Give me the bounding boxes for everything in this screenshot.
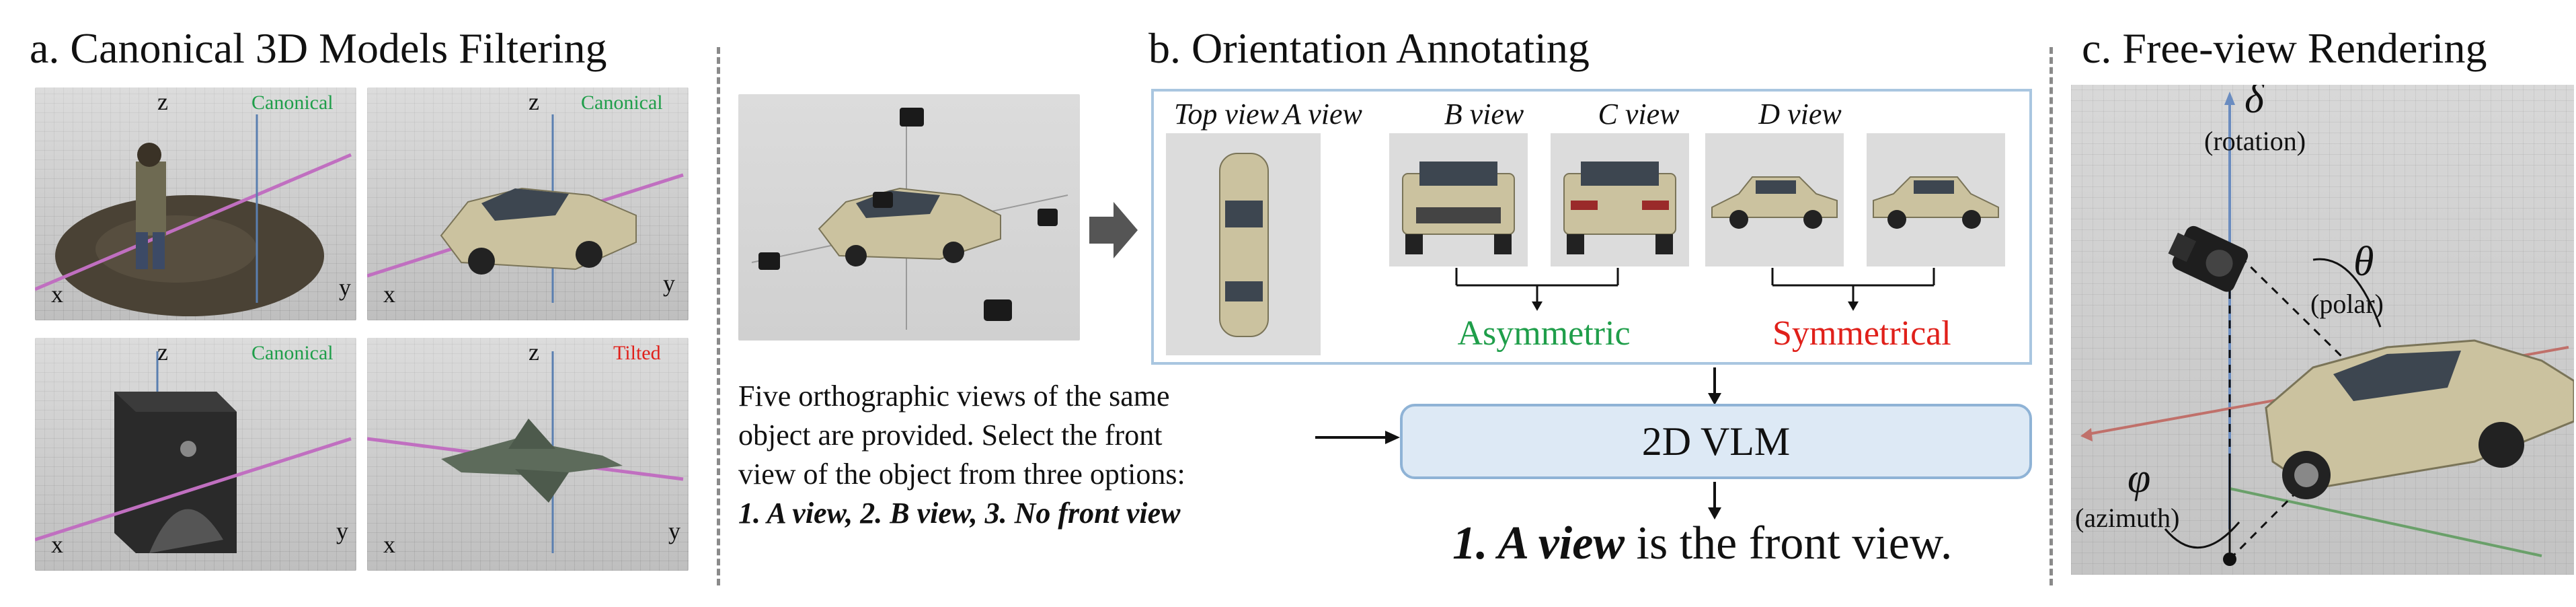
vlm-box: 2D VLM	[1400, 404, 2032, 479]
divider-right	[2050, 47, 2053, 585]
section-a-title: a. Canonical 3D Models Filtering	[30, 24, 607, 72]
section-b-title: b. Orientation Annotating	[1148, 24, 1590, 72]
x-axis-label: x	[383, 281, 395, 308]
z-axis-label: z	[529, 338, 539, 365]
y-axis-label: y	[339, 274, 351, 301]
y-axis-label: y	[663, 270, 675, 297]
theta-label: (polar)	[2310, 289, 2384, 319]
status-badge: Tilted	[613, 342, 661, 364]
answer-text: 1. A view is the front view.	[1452, 517, 1952, 571]
tile-speaker: z x y Canonical	[35, 338, 356, 571]
delta-symbol: δ	[2245, 85, 2264, 122]
x-axis-label: x	[51, 281, 63, 308]
status-badge: Canonical	[251, 92, 334, 114]
view-label-top: Top view	[1173, 98, 1280, 131]
free-view-render: δ (rotation) θ (polar) φ (azimuth)	[2071, 85, 2574, 575]
camera-rig	[751, 108, 1068, 330]
status-badge: Canonical	[251, 342, 334, 364]
prompt-line-3: view of the object from three options:	[738, 458, 1185, 491]
theta-symbol: θ	[2353, 239, 2374, 285]
view-label-b: B view	[1444, 98, 1524, 131]
a-view-image	[1389, 133, 1528, 266]
tile-car: z x y Canonical	[367, 87, 689, 320]
orientation-panel: Top view A view B view C view D view	[1151, 89, 2032, 365]
view-label-a: A view	[1283, 98, 1362, 131]
prompt-options: 1. A view, 2. B view, 3. No front view	[738, 497, 1181, 530]
y-axis-label: y	[668, 517, 680, 544]
speaker-scene	[35, 351, 352, 553]
symmetrical-label: Symmetrical	[1772, 314, 1951, 353]
y-axis-label: y	[336, 517, 348, 544]
bracket-asymmetric	[1455, 268, 1619, 311]
prompt-line-2: object are provided. Select the front	[738, 419, 1163, 452]
prompt-text: Five orthographic views of the same obje…	[738, 377, 1296, 533]
b-view-image	[1551, 133, 1689, 266]
delta-label: (rotation)	[2204, 126, 2306, 156]
vlm-label: 2D VLM	[1641, 419, 1791, 464]
phi-symbol: φ	[2128, 456, 2151, 501]
c-view-image	[1705, 133, 1844, 266]
x-axis-label: x	[51, 531, 63, 558]
person-scene	[35, 114, 352, 316]
answer-rest: is the front view.	[1625, 517, 1953, 569]
asymmetric-label: Asymmetric	[1457, 314, 1631, 353]
car-with-cameras	[738, 94, 1080, 341]
arrow-right-small-icon	[1315, 431, 1400, 444]
answer-choice: 1. A view	[1452, 517, 1625, 569]
section-c-title: c. Free-view Rendering	[2082, 24, 2487, 72]
jet-scene	[367, 351, 684, 553]
render-geometry	[2080, 92, 2574, 566]
x-axis-label: x	[383, 531, 395, 558]
arrow-right-icon	[1089, 202, 1138, 258]
divider-left	[717, 47, 720, 585]
tile-jet: z x y Tilted	[367, 338, 689, 571]
z-axis-label: z	[157, 338, 168, 365]
arrow-down-icon	[1708, 482, 1721, 520]
z-axis-label: z	[157, 88, 168, 115]
tile-person: z x y Canonical	[35, 87, 356, 320]
phi-label: (azimuth)	[2075, 503, 2180, 533]
bracket-symmetrical	[1771, 268, 1935, 311]
top-view-image	[1166, 133, 1321, 355]
arrow-down-icon	[1708, 367, 1721, 405]
prompt-line-1: Five orthographic views of the same	[738, 380, 1170, 413]
status-badge: Canonical	[581, 92, 663, 114]
view-label-d: D view	[1758, 98, 1842, 131]
z-axis-label: z	[529, 88, 539, 115]
car-scene	[367, 114, 684, 303]
d-view-image	[1867, 133, 2005, 266]
view-label-c: C view	[1598, 98, 1680, 131]
